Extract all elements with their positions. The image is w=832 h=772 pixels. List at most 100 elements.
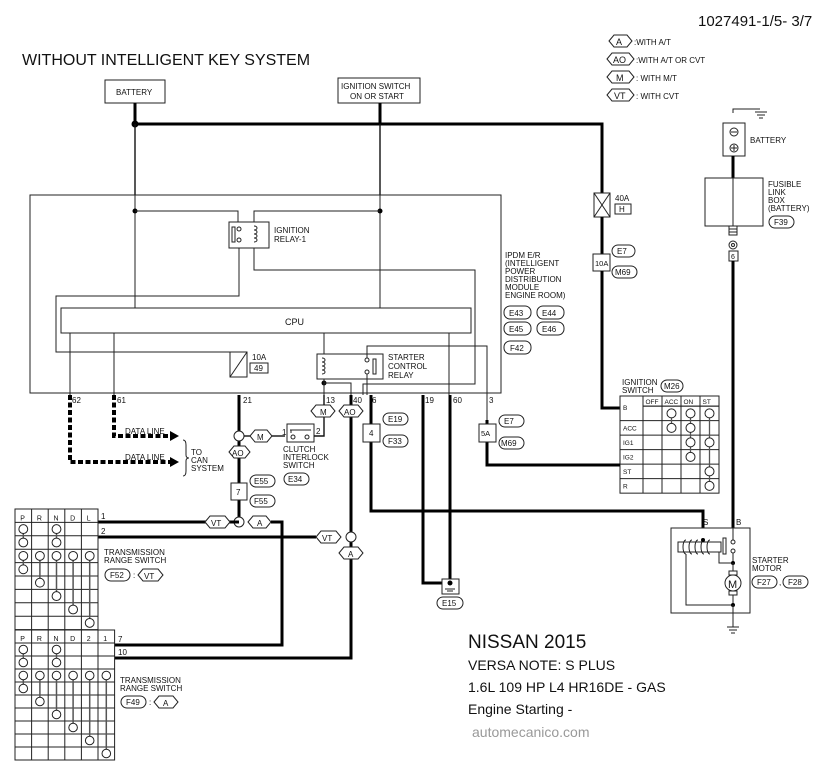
arrow-icon	[170, 431, 179, 441]
contact-circle	[685, 422, 696, 433]
contact-circle	[51, 550, 62, 561]
contact-circle	[704, 437, 715, 448]
contact-circle	[51, 670, 62, 681]
legend-code-m: M	[616, 73, 624, 83]
relay-coil-return	[253, 248, 476, 395]
contact-circle	[18, 564, 29, 575]
ground-icon	[445, 588, 455, 592]
contact-circle	[685, 437, 696, 448]
connector-f52: F52	[110, 571, 124, 580]
contact-circle	[18, 644, 29, 655]
ground-icon	[755, 111, 767, 119]
svg-text:6: 6	[372, 396, 377, 405]
svg-text:A: A	[348, 550, 354, 559]
ign-relay-coil-feed	[253, 210, 380, 222]
pin6-wire	[369, 395, 620, 513]
ign-row-label: IG2	[623, 455, 634, 462]
contact-circle	[51, 644, 62, 655]
svg-text:RANGE SWITCH: RANGE SWITCH	[104, 556, 166, 565]
ipdm-pin-labels: 62 61 21 13 40 6 19 60 3	[72, 396, 494, 405]
svg-text:3: 3	[489, 396, 494, 405]
svg-text:A: A	[163, 699, 169, 708]
contact-circle	[68, 670, 78, 681]
contact-circle	[35, 670, 45, 681]
svg-text:13: 13	[326, 396, 335, 405]
svg-text:MOTOR: MOTOR	[752, 564, 782, 573]
connector-f39: F39	[774, 218, 788, 227]
svg-text:19: 19	[425, 396, 434, 405]
tag-vt	[137, 568, 164, 582]
solenoid-plunger	[677, 541, 722, 553]
svg-text:CLUTCH: CLUTCH	[283, 445, 316, 454]
contact-circle	[704, 466, 715, 477]
svg-text:IPDM E/R: IPDM E/R	[505, 251, 541, 260]
svg-text:40: 40	[353, 396, 362, 405]
fuse-5a	[478, 423, 497, 443]
table-header: D	[70, 515, 75, 522]
svg-text:,: ,	[779, 578, 781, 587]
legend-tag-a	[608, 34, 633, 48]
connector-e19: E19	[388, 415, 403, 424]
ignition-source-label-2: ON OR START	[350, 92, 404, 101]
contact-circle	[51, 537, 62, 548]
terminal-6: 6	[731, 254, 735, 261]
tag-vt	[204, 515, 231, 529]
legend: A :WITH A/T AO :WITH A/T OR CVT M : WITH…	[606, 34, 705, 102]
svg-text:CAN: CAN	[191, 456, 208, 465]
svg-text:E44: E44	[542, 309, 557, 318]
data-line-label-2: DATA LINE	[125, 453, 165, 462]
brace	[182, 439, 190, 477]
ign-col-header: ON	[684, 399, 694, 406]
contact-circle	[51, 524, 62, 535]
wire-to-starter-s	[620, 509, 705, 528]
svg-text:(BATTERY): (BATTERY)	[768, 204, 810, 213]
vehicle-engine: 1.6L 109 HP L4 HR16DE - GAS	[468, 679, 666, 695]
ignition-relay	[228, 221, 270, 249]
diagram-title: WITHOUT INTELLIGENT KEY SYSTEM	[22, 52, 310, 69]
solenoid-coil-icon	[682, 539, 711, 555]
ign-row-label: ST	[623, 469, 631, 476]
connector-e7: E7	[504, 417, 514, 426]
tag-m	[310, 404, 336, 418]
fuse-40a-code: H	[619, 205, 625, 214]
tag-ao	[228, 445, 251, 459]
starter-control-relay	[316, 353, 384, 380]
svg-text:TRANSMISSION: TRANSMISSION	[104, 548, 165, 557]
svg-text:4: 4	[369, 429, 374, 438]
legend-code-a: A	[616, 37, 622, 47]
connector-m69: M69	[615, 268, 631, 277]
contact-circle	[18, 537, 29, 548]
connector-e7: E7	[617, 247, 627, 256]
table-header: L	[87, 515, 91, 522]
relay-contact-bar	[231, 226, 236, 243]
table-header: N	[54, 515, 59, 522]
ign-row-label: R	[623, 484, 628, 491]
svg-text:10: 10	[118, 648, 127, 657]
table-header: 2	[87, 636, 91, 643]
arrow-icon	[170, 457, 179, 467]
ipdm-connectors: E43 E44 E45 E46 F42	[503, 305, 565, 355]
connector-f33: F33	[388, 437, 402, 446]
contact-circle	[35, 696, 45, 707]
watermark: automecanico.com	[472, 724, 590, 740]
svg-text:AO: AO	[344, 408, 356, 417]
svg-text:AO: AO	[232, 449, 244, 458]
svg-text:F42: F42	[510, 344, 524, 353]
ipdm-box	[29, 194, 502, 394]
table-header: 1	[103, 636, 107, 643]
diagram-id: 1027491-1/5- 3/7	[698, 13, 812, 30]
svg-text:MODULE: MODULE	[505, 283, 539, 292]
wire-to-ignition-b	[600, 271, 620, 410]
svg-text:5A: 5A	[481, 429, 490, 438]
contact-circle	[84, 550, 95, 561]
svg-text:VT: VT	[144, 572, 154, 581]
contact-circle	[68, 722, 78, 733]
ignition-source-box	[337, 77, 421, 104]
data-line-label-1: DATA LINE	[125, 427, 165, 436]
pin19-wire	[421, 395, 450, 585]
svg-text:BOX: BOX	[768, 196, 786, 205]
ign-switch-label-1: IGNITION	[622, 378, 658, 387]
table-header: P	[20, 636, 25, 643]
svg-text:LINK: LINK	[768, 188, 786, 197]
contact-circle	[84, 670, 95, 681]
